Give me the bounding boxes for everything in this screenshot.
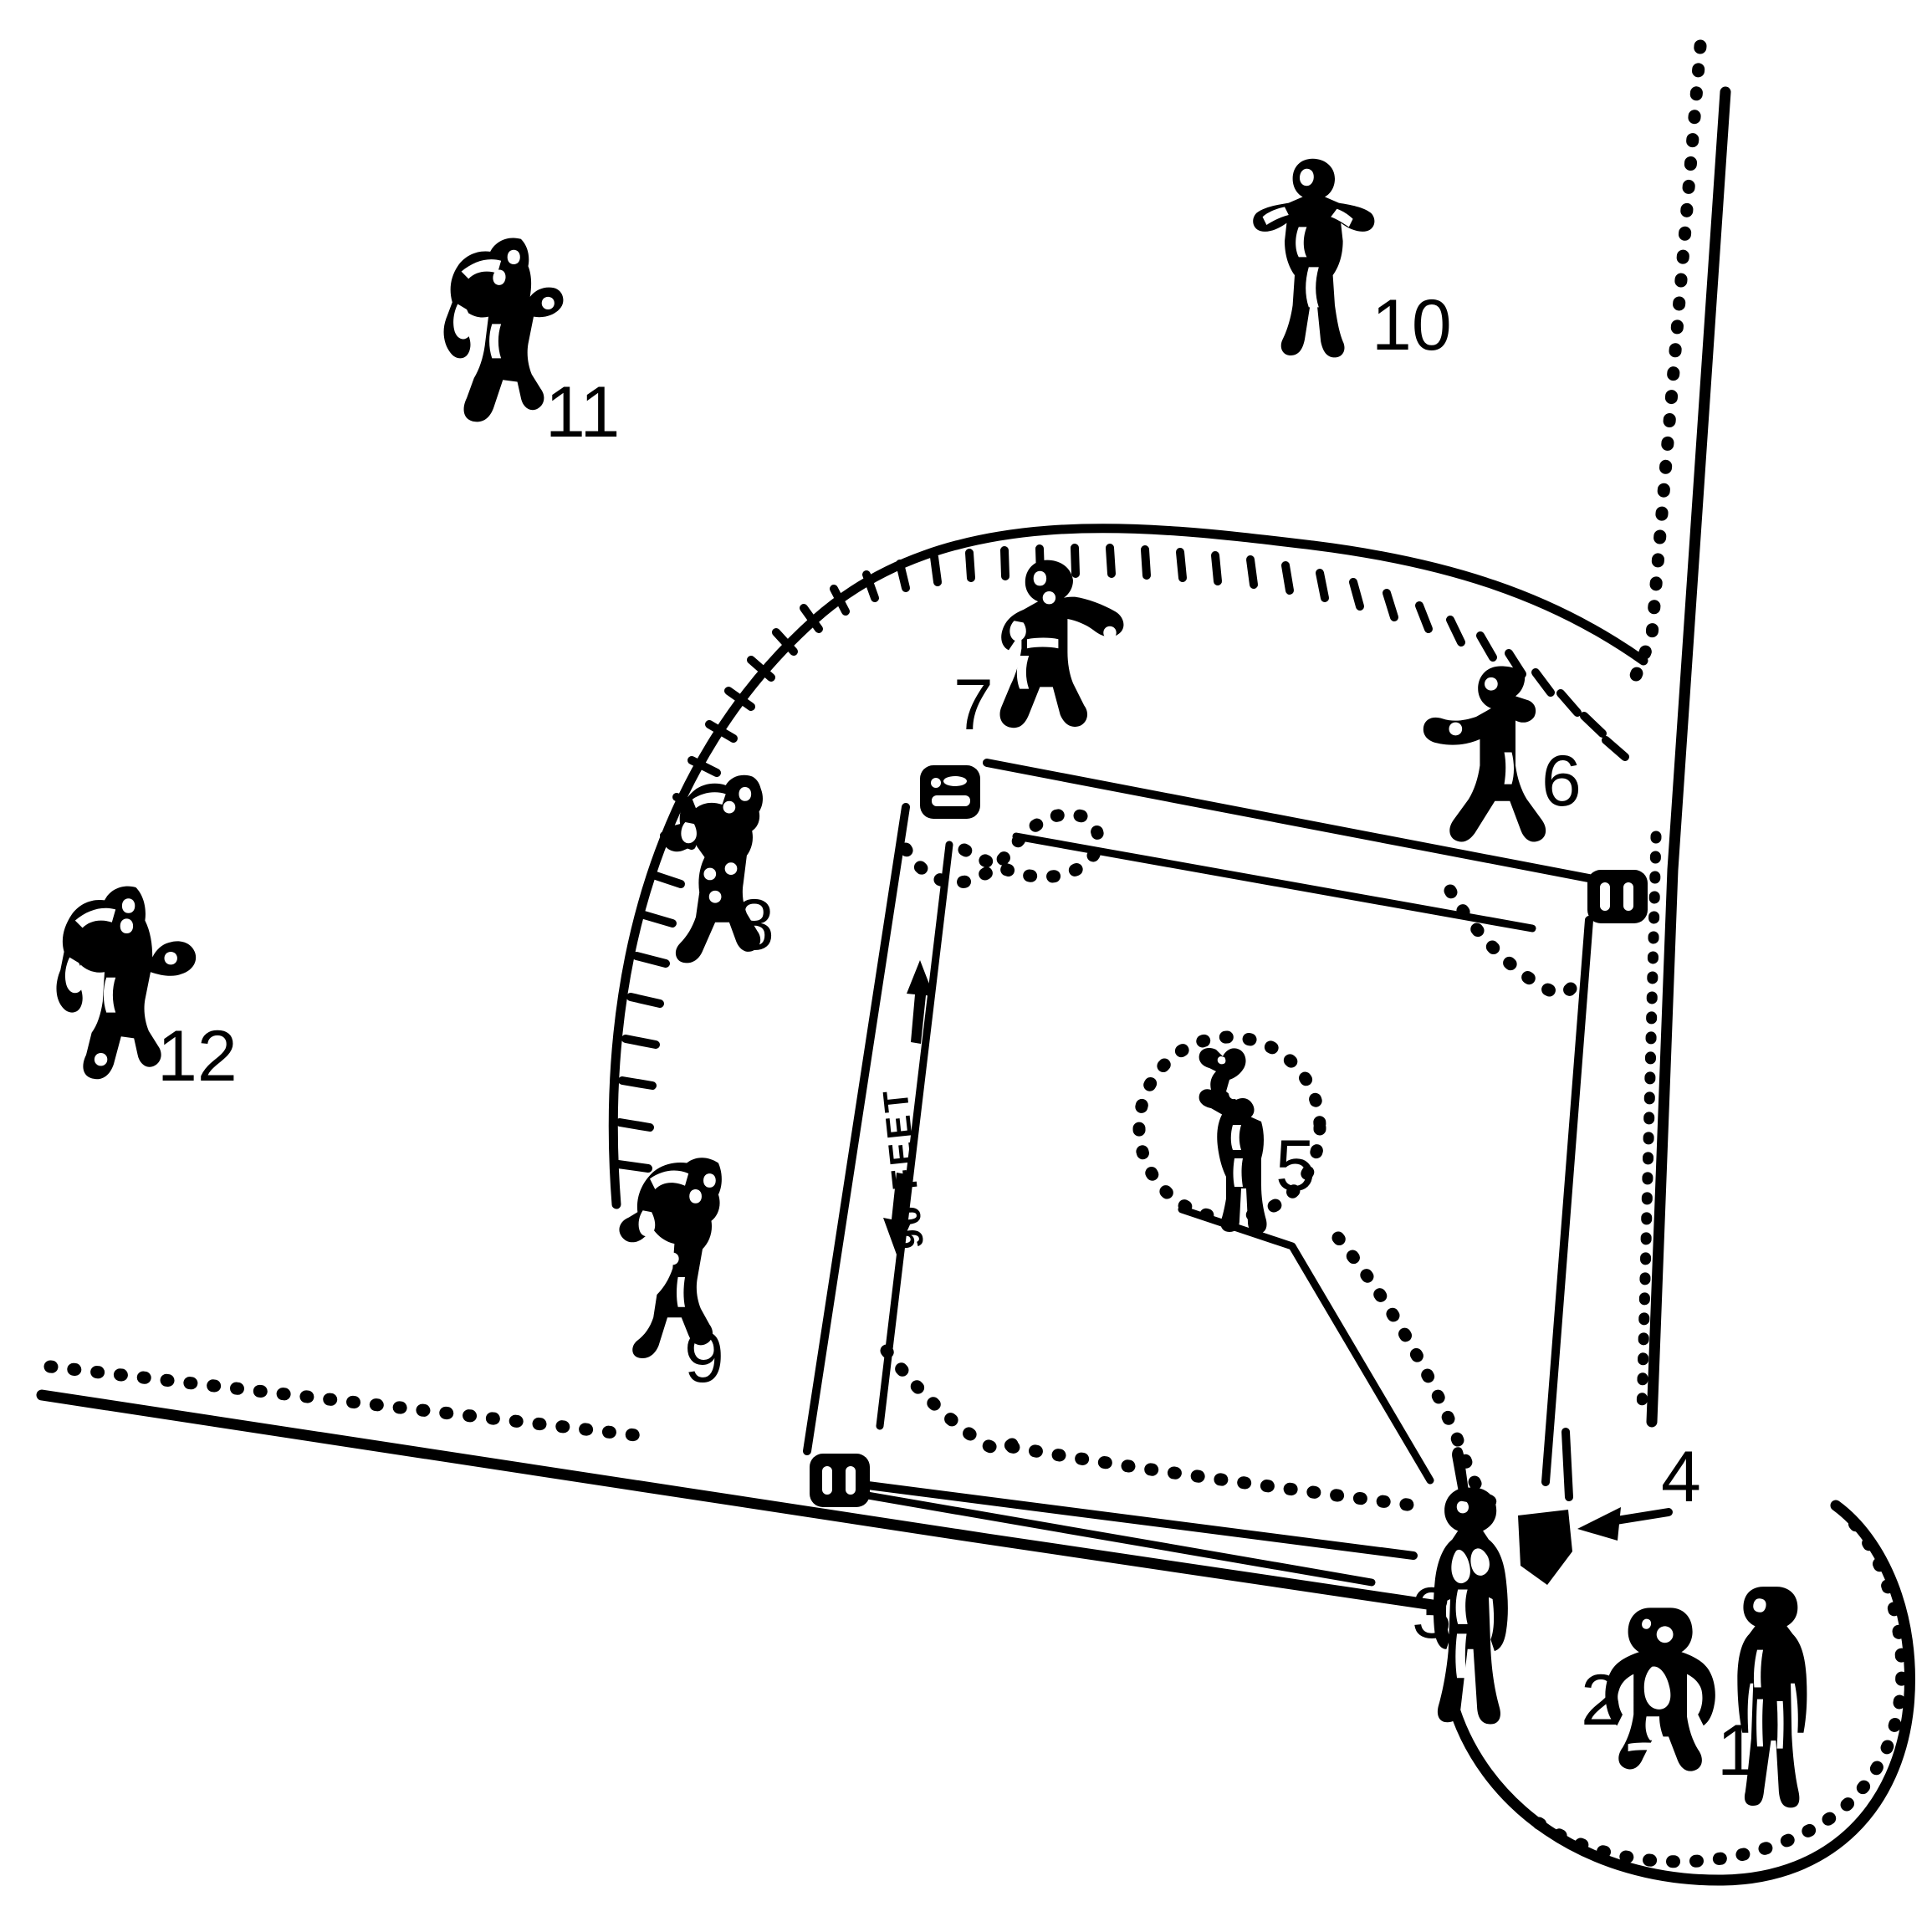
infield-dirt-arc-first	[1444, 884, 1577, 1000]
player-second-baseman	[999, 560, 1124, 728]
home-plate-upright-tick	[1561, 1428, 1573, 1501]
player-umpire	[1737, 1587, 1807, 1808]
infield-dirt-arc-third	[880, 1344, 1019, 1456]
outfield-grass-arc-ticks	[614, 544, 1629, 1173]
backstop-arc	[1445, 1500, 1915, 1886]
home-plate	[1518, 1510, 1572, 1585]
outfield-grass-arc	[608, 524, 1648, 1209]
left-foul-line-dotted	[43, 1360, 642, 1442]
baseline-second-to-third-inner	[876, 841, 953, 1430]
player-number-2: 2	[1581, 1660, 1621, 1740]
player-number-3: 3	[1412, 1573, 1452, 1653]
player-number-10: 10	[1372, 285, 1452, 365]
infield-dirt-edge-home-left	[1005, 1440, 1420, 1512]
right-foul-line-dotted-lower	[1636, 831, 1662, 1419]
pitchers-mound-tail	[1178, 1205, 1434, 1485]
second-base	[920, 765, 980, 819]
player-number-8: 8	[734, 885, 774, 965]
player-number-5: 5	[1275, 1126, 1316, 1206]
player-right-fielder	[1253, 158, 1375, 358]
player-center-fielder	[443, 238, 564, 422]
player-number-12: 12	[157, 1016, 238, 1096]
player-catcher	[1605, 1607, 1715, 1771]
baseline-second-to-third-outer	[803, 803, 910, 1455]
player-batter	[1433, 1447, 1508, 1725]
left-foul-line	[36, 1389, 1444, 1612]
third-base	[810, 1454, 870, 1507]
player-shortstop	[661, 774, 763, 963]
player-number-11: 11	[545, 372, 620, 452]
baseline-second-to-first-inner	[1012, 832, 1536, 933]
player-number-7: 7	[953, 665, 994, 745]
home-plate-callout-arrow	[1577, 1507, 1673, 1541]
right-foul-line-dotted	[1628, 39, 1707, 684]
player-pitcher	[1199, 1048, 1267, 1234]
player-left-fielder	[56, 886, 197, 1080]
player-number-1: 1	[1717, 1710, 1757, 1791]
player-number-9: 9	[684, 1317, 724, 1398]
baseline-second-to-first-outer	[983, 759, 1606, 885]
baseline-third-to-home	[857, 1480, 1418, 1560]
infield-dirt-arc-second	[958, 809, 1105, 883]
infield-dirt-arc-home-right	[1331, 1231, 1504, 1512]
backstop-arc-dotted	[1532, 1509, 1909, 1868]
player-first-baseman	[1423, 666, 1546, 842]
first-base	[1587, 870, 1648, 923]
infield-dirt-arc-second-b	[899, 808, 1094, 889]
baseline-first-to-home	[1541, 916, 1593, 1486]
third-base-inner-line	[849, 1489, 1376, 1587]
right-foul-line	[1646, 86, 1731, 1428]
player-third-baseman	[619, 1158, 722, 1359]
player-number-6: 6	[1541, 741, 1582, 821]
player-number-4: 4	[1661, 1437, 1701, 1517]
